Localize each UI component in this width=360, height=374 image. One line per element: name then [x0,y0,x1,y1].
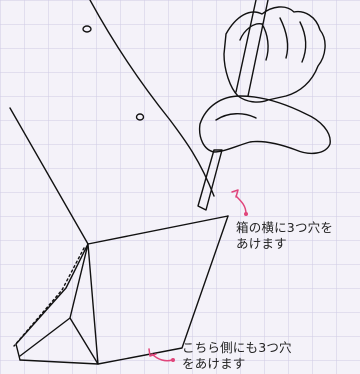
left-flap-fold [69,243,99,365]
hole-2 [135,113,145,121]
annotation-other-side-holes-line2: をあけます [182,356,246,371]
annotation-side-holes-line2: あけます [236,236,287,251]
hand-lower [198,95,331,155]
finger-4 [299,21,307,63]
arrow-bottom-dot [171,358,175,362]
thumb [215,113,257,121]
arrow-top-head [231,189,239,198]
arrow-top [235,195,247,215]
finger-2 [261,23,269,61]
left-flap-inner [13,247,85,347]
arrow-top-dot [244,212,248,216]
annotation-side-holes: 箱の横に3つ穴を あけます [236,220,333,252]
box-right-edge [89,0,215,197]
annotation-other-side-holes: こちら側にも3つ穴 をあけます [182,340,292,372]
annotation-other-side-holes-line1: こちら側にも3つ穴 [182,340,292,355]
bottom-edge-2 [19,317,71,357]
arrow-bottom-head [148,348,157,357]
skewer-top-2 [247,0,269,97]
hand-upper [223,6,326,103]
annotation-side-holes-line1: 箱の横に3つ穴を [236,220,334,235]
finger-3 [279,17,289,59]
hole-1 [82,25,92,33]
front-panel [87,215,229,365]
bottom-edge [19,359,99,365]
box-left-edge [9,107,89,245]
left-flap-outer [15,243,89,361]
skewer-top [235,0,257,93]
skewer [197,149,223,211]
box-front-bottom [87,215,229,245]
